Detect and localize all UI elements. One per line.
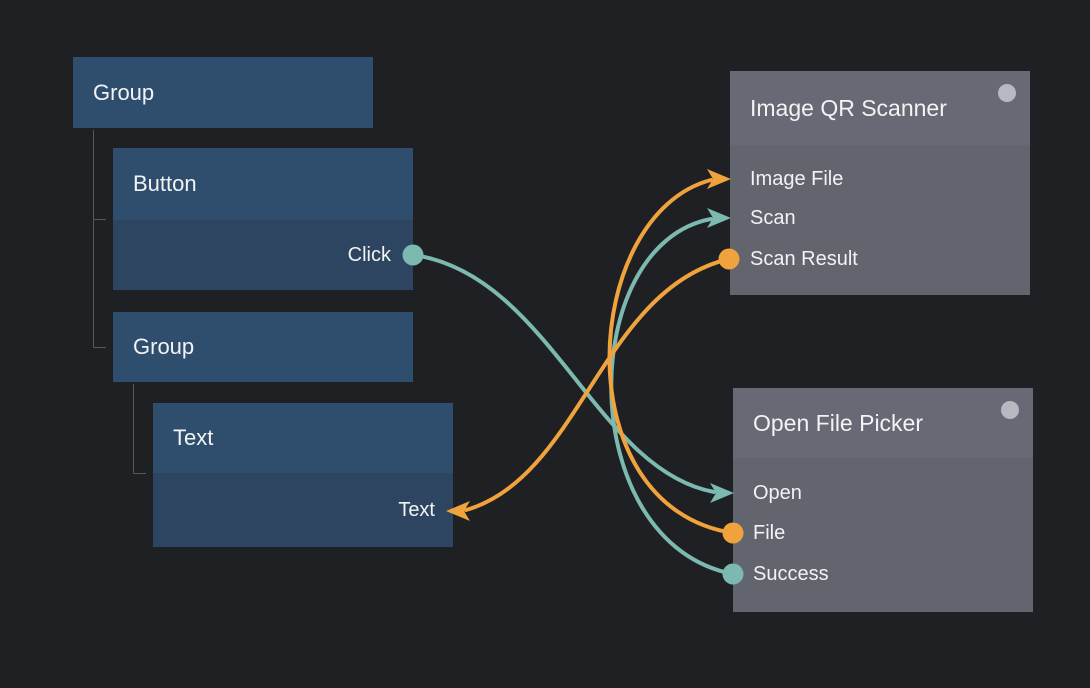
port-image-file[interactable]: Image File bbox=[730, 166, 1030, 192]
tree-node-button[interactable]: Button Click bbox=[113, 148, 413, 290]
port-label: Scan bbox=[750, 207, 796, 229]
tree-node-header: Group bbox=[113, 312, 413, 382]
port-label: Scan Result bbox=[750, 248, 858, 270]
port-file[interactable]: File bbox=[733, 520, 1033, 546]
tree-node-header: Text bbox=[153, 403, 453, 473]
node-body bbox=[730, 145, 1030, 295]
tree-connector-line bbox=[133, 384, 134, 474]
tree-node-group-2[interactable]: Group bbox=[113, 312, 413, 382]
port-label: Success bbox=[753, 563, 829, 585]
tree-connector-tick bbox=[134, 473, 146, 474]
port-scan[interactable]: Scan bbox=[730, 205, 1030, 231]
node-header: Open File Picker bbox=[733, 388, 1033, 458]
port-label: Image File bbox=[750, 168, 844, 190]
tree-connector-tick bbox=[94, 219, 106, 220]
port-open[interactable]: Open bbox=[733, 480, 1033, 506]
node-image-qr-scanner[interactable]: Image QR Scanner Image File Scan Scan Re… bbox=[730, 71, 1030, 295]
port-label-click: Click bbox=[347, 243, 391, 266]
port-label: File bbox=[753, 522, 786, 544]
tree-node-header: Button bbox=[113, 148, 413, 220]
tree-node-group-1[interactable]: Group bbox=[73, 57, 373, 128]
tree-node-port-row: Text bbox=[153, 473, 453, 547]
tree-connector-tick bbox=[94, 347, 106, 348]
wire-success-to-scan[interactable] bbox=[609, 217, 735, 576]
node-status-dot-icon bbox=[998, 84, 1016, 102]
node-body bbox=[733, 458, 1033, 612]
port-success[interactable]: Success bbox=[733, 561, 1033, 587]
tree-node-title: Group bbox=[93, 79, 155, 105]
node-open-file-picker[interactable]: Open File Picker Open File Success bbox=[733, 388, 1033, 612]
port-scan-result[interactable]: Scan Result bbox=[730, 246, 1030, 272]
tree-node-header: Group bbox=[73, 57, 373, 128]
wire-scan-result-to-text[interactable] bbox=[464, 257, 731, 512]
tree-node-title: Text bbox=[173, 425, 214, 450]
node-title: Open File Picker bbox=[753, 409, 924, 436]
node-title: Image QR Scanner bbox=[750, 94, 947, 121]
node-header: Image QR Scanner bbox=[730, 71, 1030, 145]
tree-node-title: Button bbox=[133, 171, 197, 196]
node-status-dot-icon bbox=[1001, 401, 1019, 419]
tree-node-text[interactable]: Text Text bbox=[153, 403, 453, 547]
port-label: Open bbox=[753, 482, 802, 504]
tree-node-port-row: Click bbox=[113, 220, 413, 290]
tree-connector-line bbox=[93, 130, 94, 348]
wire-click-to-open[interactable] bbox=[412, 253, 716, 494]
tree-node-title: Group bbox=[133, 334, 195, 359]
port-label-text: Text bbox=[398, 498, 435, 521]
